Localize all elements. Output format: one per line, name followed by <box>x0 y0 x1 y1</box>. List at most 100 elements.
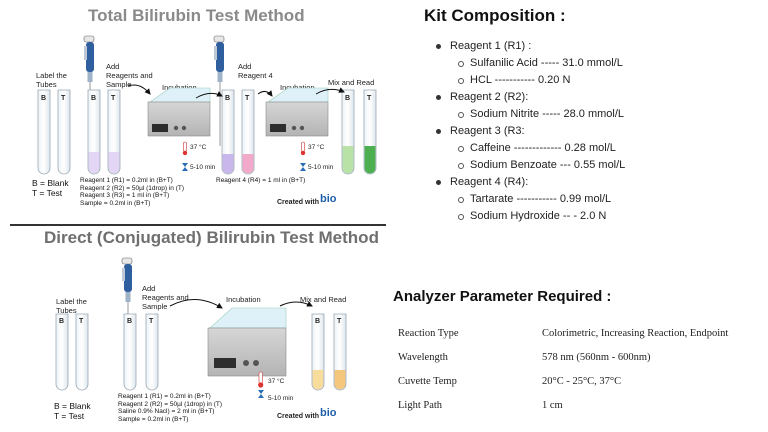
incubation-label-2: Incubation <box>280 83 315 92</box>
kit-reagent-heading: Reagent 3 (R3: <box>436 123 761 140</box>
kit-item-text: Reagent 4 (R4): <box>450 176 529 188</box>
thermometer-icon <box>258 371 264 388</box>
parameter-name: Cuvette Temp <box>398 376 457 387</box>
bullet-icon <box>458 112 464 118</box>
hourglass-icon <box>182 163 188 171</box>
tube-label-blank: B <box>59 318 65 325</box>
kit-component-item: Tartarate ----------- 0.99 mol/L <box>436 191 761 208</box>
parameter-value: 1 cm <box>542 400 563 411</box>
tube-blank <box>37 89 51 175</box>
tube-label-blank: B <box>225 95 231 102</box>
kit-item-text: Tartarate ----------- 0.99 mol/L <box>470 193 612 205</box>
incubation-time: 5-10 min <box>308 164 334 171</box>
bullet-icon <box>436 95 441 100</box>
arrow <box>257 90 273 97</box>
direct-method-title: Direct (Conjugated) Bilirubin Test Metho… <box>44 228 379 247</box>
tube-test <box>145 313 159 391</box>
tube-blank <box>221 89 235 175</box>
incubation-label: Incubation <box>162 83 197 92</box>
tube-label-test: T <box>337 318 342 325</box>
tube-test <box>75 313 89 391</box>
biorender-logo: bio <box>320 407 337 419</box>
bullet-icon <box>458 78 464 84</box>
water-bath <box>265 87 329 137</box>
thermometer-icon <box>300 141 306 156</box>
parameter-value: 578 nm (560nm - 600nm) <box>542 352 651 363</box>
kit-item-text: Reagent 1 (R1) : <box>450 40 532 52</box>
arrow <box>315 87 345 95</box>
pipette-icon <box>213 35 225 146</box>
created-with-label: Created with <box>277 199 320 206</box>
kit-item-text: Reagent 3 (R3: <box>450 125 525 137</box>
arrow <box>169 299 223 309</box>
tube-blank <box>341 89 355 175</box>
bullet-icon <box>458 197 464 203</box>
tube-test <box>107 89 121 175</box>
tube-test <box>333 313 347 391</box>
tube-blank <box>87 89 101 175</box>
incubation-time: 5-10 min <box>190 164 216 171</box>
arrow <box>195 91 223 99</box>
section-divider <box>10 224 386 226</box>
bullet-icon <box>458 146 464 152</box>
parameter-name: Wavelength <box>398 352 448 363</box>
incubation-temp: 37 °C <box>308 144 325 151</box>
incubation-temp: 37 °C <box>190 144 207 151</box>
water-bath <box>207 307 287 377</box>
tube-label-test: T <box>367 95 372 102</box>
bullet-icon <box>436 44 441 49</box>
parameter-name: Reaction Type <box>398 328 459 339</box>
kit-item-text: Caffeine ------------- 0.28 mol/L <box>470 142 616 154</box>
kit-item-text: HCL ----------- 0.20 N <box>470 74 571 86</box>
tube-label-blank: B <box>345 95 351 102</box>
kit-component-item: Caffeine ------------- 0.28 mol/L <box>436 140 761 157</box>
bullet-icon <box>436 129 441 134</box>
kit-item-text: Sulfanilic Acid ----- 31.0 mmol/L <box>470 57 623 69</box>
tube-label-test: T <box>79 318 84 325</box>
tube-label-blank: B <box>315 318 321 325</box>
bullet-icon <box>458 163 464 169</box>
kit-component-item: Sodium Nitrite ----- 28.0 mmol/L <box>436 106 761 123</box>
thermometer-icon <box>182 141 188 156</box>
kit-item-text: Sodium Hydroxide -- - 2.0 N <box>470 210 607 222</box>
mix-read-label: Mix and Read <box>328 78 375 87</box>
bullet-icon <box>436 180 441 185</box>
kit-reagent-heading: Reagent 1 (R1) : <box>436 38 761 55</box>
hourglass-icon <box>300 163 306 171</box>
kit-item-text: Reagent 2 (R2): <box>450 91 529 103</box>
kit-component-item: Sodium Benzoate --- 0.55 mol/L <box>436 157 761 174</box>
kit-component-item: HCL ----------- 0.20 N <box>436 72 761 89</box>
tube-label-blank: B <box>127 318 133 325</box>
kit-reagent-heading: Reagent 2 (R2): <box>436 89 761 106</box>
incubation-time: 5-10 min <box>268 395 294 402</box>
analyzer-parameter-title: Analyzer Parameter Required : <box>393 288 612 305</box>
mix-read-label: Mix and Read <box>300 295 347 304</box>
parameter-value: 20°C - 25°C, 37°C <box>542 376 622 387</box>
incubation-temp: 37 °C <box>268 378 285 385</box>
tube-label-blank: B <box>91 95 97 102</box>
arrow <box>279 301 313 307</box>
bullet-icon <box>458 61 464 67</box>
tube-blank <box>123 313 137 391</box>
biorender-logo: bio <box>320 193 337 205</box>
tube-label-test: T <box>61 95 66 102</box>
parameter-value: Colorimetric, Increasing Reaction, Endpo… <box>542 328 729 339</box>
reagent-notes: Reagent 1 (R1) = 0.2ml in (B+T)Reagent 2… <box>118 393 222 423</box>
tube-blank <box>311 313 325 391</box>
kit-component-item: Sodium Hydroxide -- - 2.0 N <box>436 208 761 225</box>
tube-label-blank: B <box>41 95 47 102</box>
kit-item-text: Sodium Benzoate --- 0.55 mol/L <box>470 159 626 171</box>
arrow <box>127 84 151 95</box>
tube-label-test: T <box>245 95 250 102</box>
parameter-name: Light Path <box>398 400 443 411</box>
bullet-icon <box>458 214 464 220</box>
direct-method-diagram <box>55 257 347 398</box>
reagent-notes: Reagent 1 (R1) = 0.2ml in (B+T)Reagent 2… <box>80 177 184 207</box>
